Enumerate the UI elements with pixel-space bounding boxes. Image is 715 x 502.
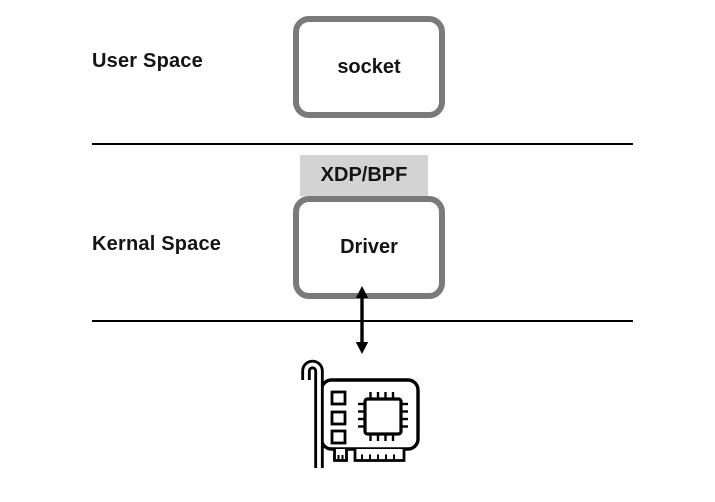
kernel-space-label: Kernal Space <box>92 233 222 255</box>
driver-node: Driver <box>293 196 445 299</box>
driver-node-label: Driver <box>340 236 398 258</box>
socket-node-label: socket <box>337 55 401 78</box>
network-card-icon <box>299 359 425 471</box>
socket-node: socket <box>293 16 445 118</box>
user-space-label: User Space <box>92 50 203 72</box>
xdp-bpf-badge: XDP/BPF <box>300 155 428 196</box>
bidirectional-arrow-icon <box>351 286 373 354</box>
user-kernel-divider <box>92 143 633 145</box>
xdp-bpf-label: XDP/BPF <box>320 164 408 186</box>
